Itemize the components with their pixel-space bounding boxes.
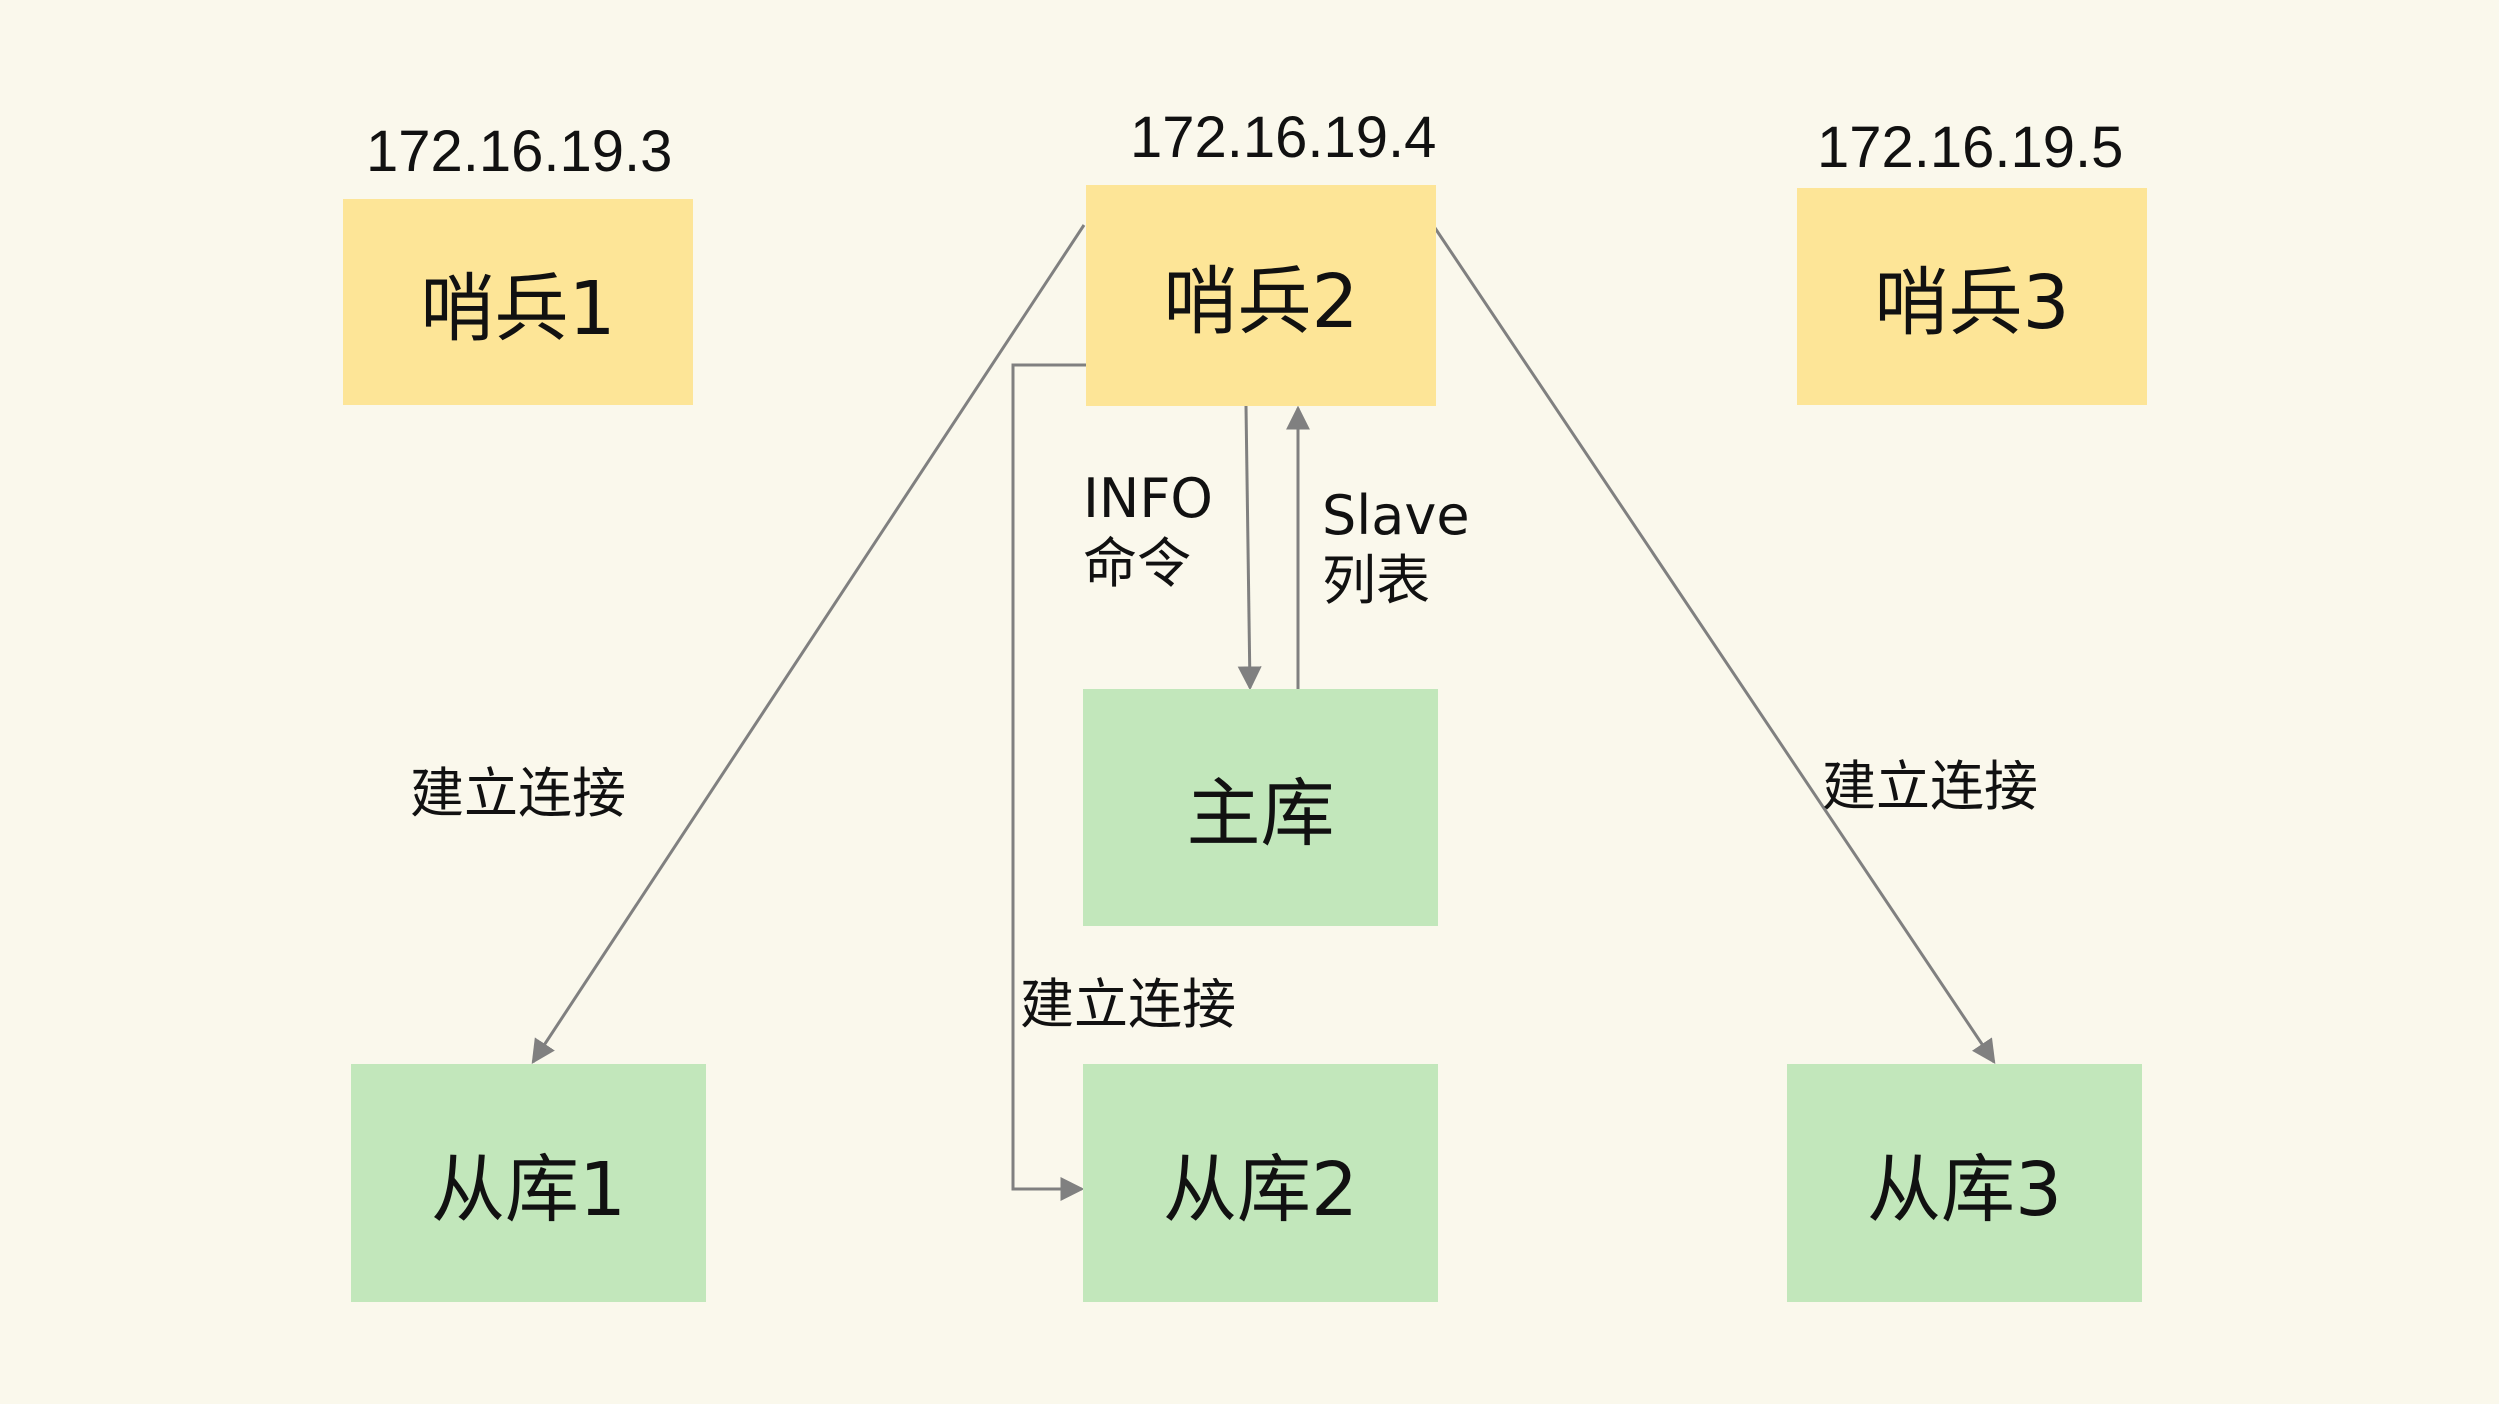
- arrow-sentinel2-to-replica3: [1431, 224, 1996, 1064]
- slave-list-line2: 列表: [1322, 548, 1430, 612]
- arrow-sentinel2-to-replica2: [1011, 363, 1086, 1201]
- master-node: 主库: [1083, 689, 1438, 926]
- ip-label-sentinel3: 172.16.19.5: [1817, 115, 2124, 180]
- replica3-label: 从库3: [1866, 1146, 2063, 1233]
- connect-label-middle: 建立连接: [1020, 973, 1236, 1036]
- sentinel2-label: 哨兵2: [1163, 259, 1359, 345]
- sentinel1-node: 哨兵1: [343, 199, 693, 405]
- arrow-sentinel2-to-replica1: [531, 224, 1086, 1065]
- sentinel3-label: 哨兵3: [1874, 260, 2070, 346]
- connect-label-right: 建立连接: [1822, 755, 2038, 818]
- info-command-line2: 命令: [1083, 531, 1191, 595]
- info-command-line1: INFO: [1083, 467, 1213, 530]
- replica1-node: 从库1: [351, 1064, 706, 1302]
- arrow-info-command: [1237, 405, 1262, 691]
- sentinel2-node: 哨兵2: [1086, 185, 1436, 406]
- replica2-node: 从库2: [1083, 1064, 1438, 1302]
- connect-label-left: 建立连接: [410, 762, 626, 825]
- ip-label-sentinel1: 172.16.19.3: [366, 119, 673, 184]
- replica2-label: 从库2: [1162, 1146, 1359, 1233]
- info-command-label: INFO 命令: [1083, 467, 1213, 597]
- slave-list-label: Slave 列表: [1322, 484, 1470, 614]
- replica1-label: 从库1: [430, 1146, 627, 1233]
- sentinel3-node: 哨兵3: [1797, 188, 2147, 405]
- slave-list-line1: Slave: [1322, 484, 1470, 547]
- master-label: 主库: [1186, 771, 1335, 857]
- replica3-node: 从库3: [1787, 1064, 2142, 1302]
- sentinel1-label: 哨兵1: [420, 265, 616, 352]
- ip-label-sentinel2: 172.16.19.4: [1130, 105, 1437, 170]
